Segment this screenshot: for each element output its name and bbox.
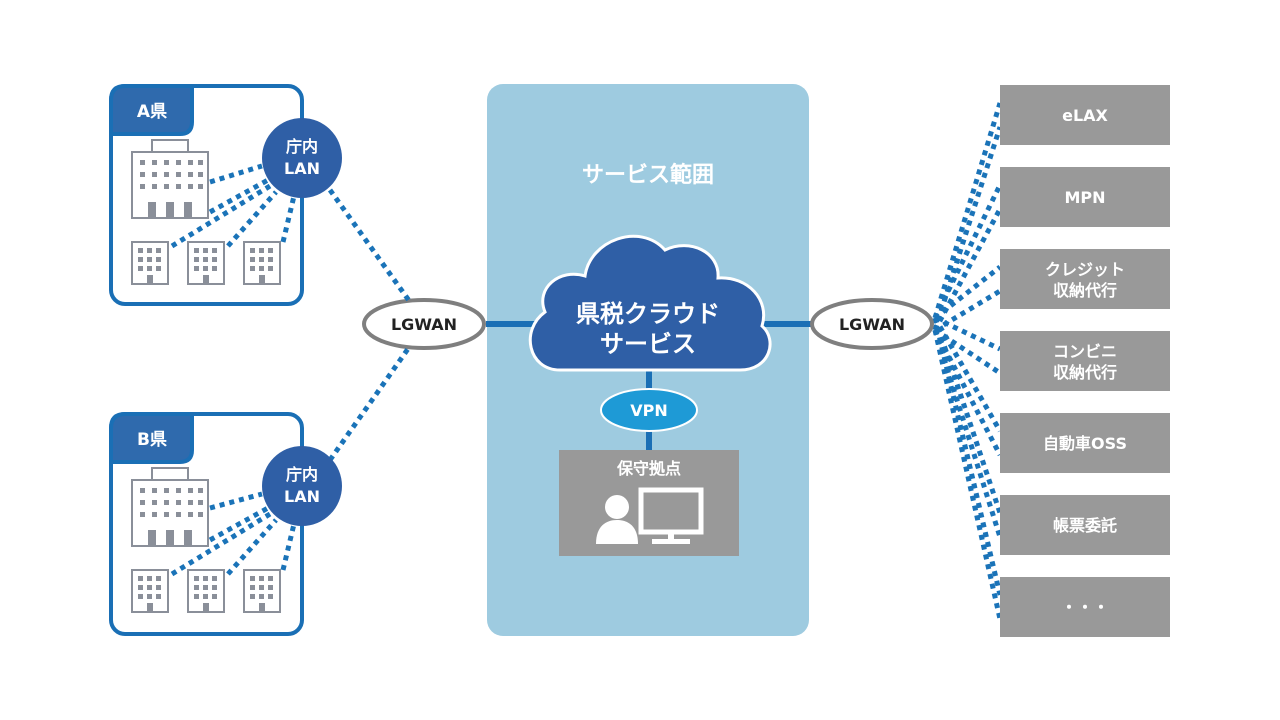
prefecture-a-building-icon [187,241,225,285]
service-5-box [1000,413,1170,473]
cloud-label-line2: サービス [600,330,696,358]
prefecture-a-hub [262,118,342,198]
service-area-title: サービス範囲 [582,162,714,188]
service-3-link [933,265,1002,320]
service-1-box [1000,85,1170,145]
service-links [932,102,1003,620]
prefecture-b-hub-line2: LAN [284,487,320,506]
service-2-link [932,183,1003,320]
prefecture-b-hub [262,446,342,526]
prefecture-b-building-icon [131,569,169,613]
lgwan-right-label: LGWAN [839,315,905,334]
prefecture-b-building-icon [187,569,225,613]
service-5-link [932,316,1003,433]
lgwan-left-node [362,298,486,350]
monitor-icon [638,487,704,544]
vpn-label: VPN [630,401,668,420]
service-6-box [1000,495,1170,555]
service-7-link [932,317,1003,596]
prefecture-a-building-icon [131,241,169,285]
prefecture-a-main-building-icon [131,139,209,219]
service-7-label-line1: ・・・ [1061,598,1109,617]
service-1-link [932,102,1003,319]
service-6-link [932,317,1003,514]
lgwan-right-node [810,298,934,350]
service-7-box [1000,577,1170,637]
cloud-icon [528,234,772,372]
service-3-label-line2: 収納代行 [1053,281,1117,300]
service-4-box [1000,331,1170,391]
prefecture-a-dots [170,163,297,249]
lgwan-left-label: LGWAN [391,315,457,334]
cloud-label-line1: 県税クラウド [576,300,720,328]
prefecture-a-tab [109,84,194,136]
link-b-hub-lgwan [327,344,413,462]
prefecture-b-main-building-icon [131,467,209,547]
prefecture-b-dots [170,491,297,577]
service-4-label-line2: 収納代行 [1053,363,1117,382]
service-1-label-line1: eLAX [1062,106,1108,125]
link-a-hub-lgwan [327,188,413,304]
service-6-label-line1: 帳票委託 [1053,516,1117,535]
service-4-label-line1: コンビニ [1053,342,1117,361]
prefecture-a-hub-line1: 庁内 [286,137,318,156]
person-icon [596,495,638,544]
prefecture-b-hub-line1: 庁内 [286,465,318,484]
maintenance-site-box [559,450,739,556]
prefecture-b-label: B県 [137,430,167,450]
service-6-link [932,329,1003,538]
service-3-label-line1: クレジット [1045,260,1125,279]
service-2-box [1000,167,1170,227]
service-3-box [1000,249,1170,309]
service-5-label-line1: 自動車OSS [1043,434,1127,453]
prefecture-b-tab [109,412,194,464]
service-4-link [933,315,1002,352]
prefecture-a-hub-line2: LAN [284,159,320,178]
prefecture-a-building-icon [243,241,281,285]
service-2-label-line1: MPN [1064,188,1105,207]
maintenance-site-label: 保守拠点 [616,459,681,478]
prefecture-a-label: A県 [137,102,167,122]
vpn-badge [600,388,698,432]
prefecture-b-building-icon [243,569,281,613]
